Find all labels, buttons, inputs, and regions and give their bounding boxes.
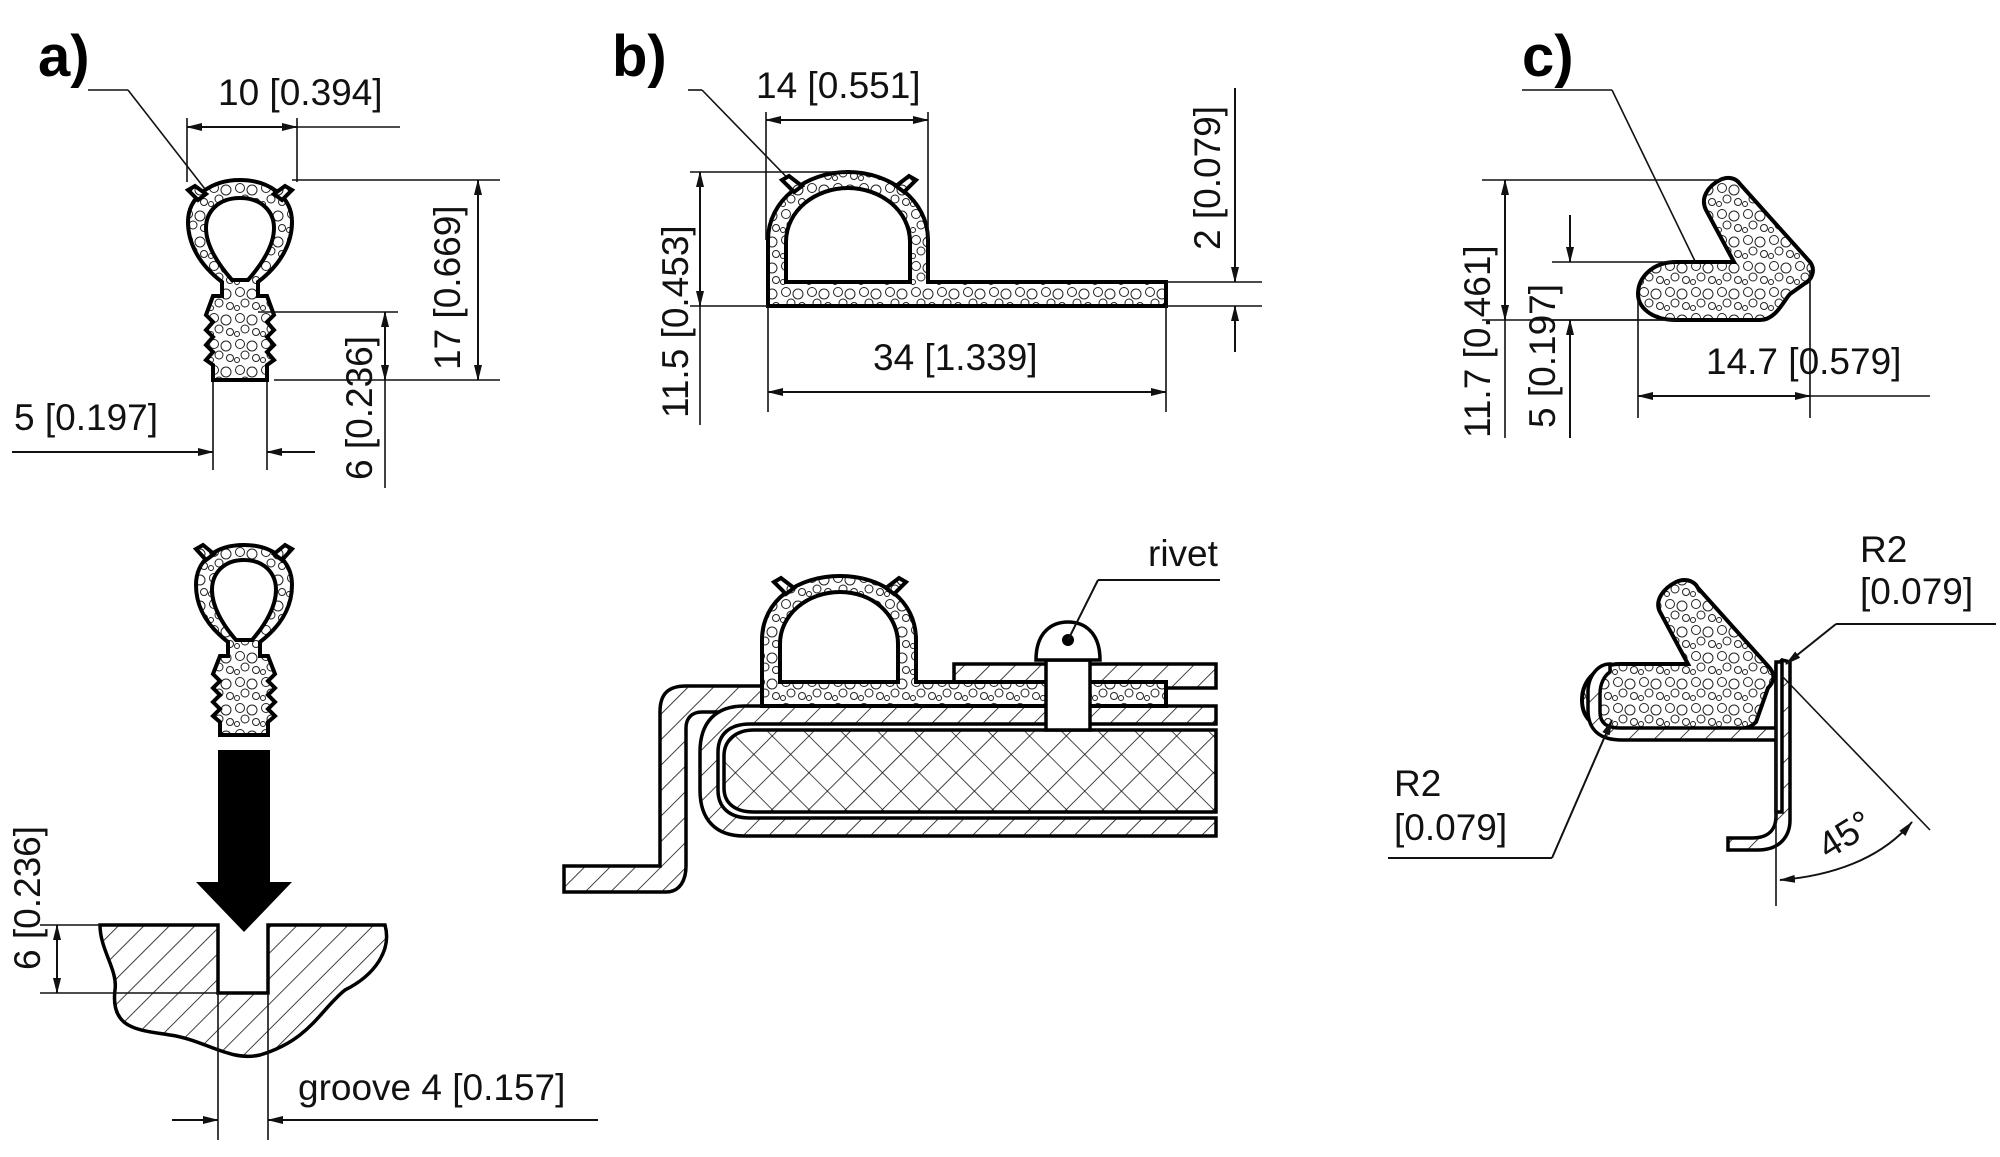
profile-a-shape bbox=[184, 177, 296, 382]
assembly-b: rivet bbox=[562, 533, 1220, 894]
dim-c-radius-bottom-value: R2 bbox=[1394, 763, 1441, 804]
panel-a-label: a) bbox=[38, 24, 90, 89]
profile-c-shape bbox=[1635, 175, 1815, 322]
dim-c-width: 14.7 [0.579] bbox=[1706, 341, 1901, 382]
dim-b-bulb-width: 14 [0.551] bbox=[756, 65, 921, 106]
dim-a-stem-height: 6 [0.236] bbox=[339, 336, 380, 480]
dim-a-groove-depth: 6 [0.236] bbox=[7, 826, 48, 970]
dim-a-stem-width: 5 [0.197] bbox=[14, 397, 158, 438]
callout-rivet: rivet bbox=[1148, 533, 1219, 574]
profile-a-insert bbox=[192, 542, 296, 737]
dim-c-body-height: 5 [0.197] bbox=[1522, 284, 1563, 428]
dim-a-height: 17 [0.669] bbox=[427, 205, 468, 370]
panel-c: c) 11.7 [0.461] 5 [0.197] 14.7 [0.579] bbox=[1388, 24, 1996, 906]
dim-a-groove-width: groove 4 [0.157] bbox=[298, 1067, 565, 1108]
dim-a-width: 10 [0.394] bbox=[218, 72, 383, 113]
panel-b-label: b) bbox=[612, 24, 667, 89]
dim-b-overall-width: 34 [1.339] bbox=[873, 337, 1038, 378]
insert-arrow bbox=[196, 750, 292, 932]
dim-b-flange-thickness: 2 [0.079] bbox=[1187, 106, 1228, 250]
assembly-c: R2 [0.079] R2 [0.079] 45° bbox=[1388, 529, 1996, 906]
panel-c-label: c) bbox=[1522, 24, 1574, 89]
dim-c-radius-top-inch: [0.079] bbox=[1860, 571, 1973, 612]
panel-b: b) 14 [0.551] 11.5 [0.453] 2 [0.079] bbox=[562, 24, 1262, 894]
dim-b-height: 11.5 [0.453] bbox=[655, 225, 696, 418]
groove-base bbox=[98, 923, 389, 1059]
panel-a: a) 10 [0.394] 17 [0.669] 6 [0.236] bbox=[7, 24, 598, 1140]
dim-c-radius-bottom-inch: [0.079] bbox=[1394, 807, 1507, 848]
dim-c-height: 11.7 [0.461] bbox=[1457, 245, 1498, 438]
dim-c-radius-top-value: R2 bbox=[1860, 529, 1907, 570]
profile-b-shape bbox=[766, 169, 1168, 308]
